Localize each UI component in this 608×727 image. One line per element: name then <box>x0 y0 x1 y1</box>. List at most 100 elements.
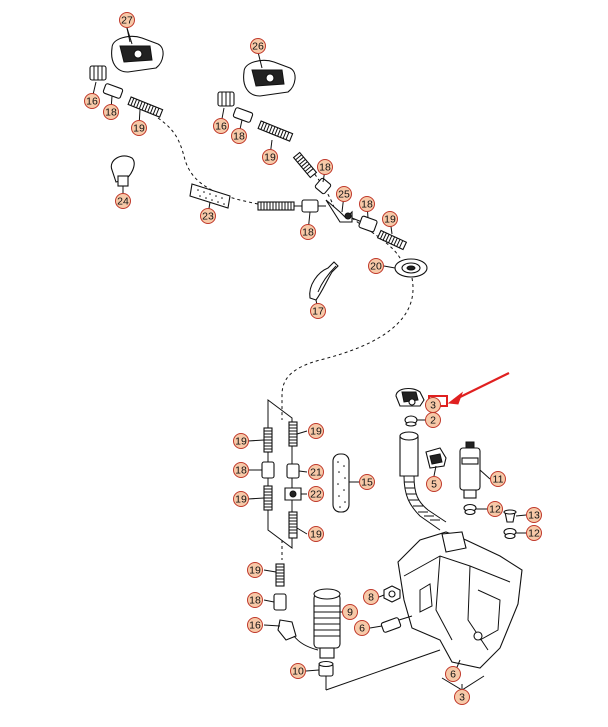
callout-number: 9 <box>347 607 353 619</box>
callout-9: 9 <box>342 604 358 620</box>
washer-pump-upper <box>459 441 481 499</box>
filler-seal <box>404 415 418 427</box>
callout-number: 18 <box>319 162 331 174</box>
callout-15: 15 <box>359 474 375 490</box>
callout-circle <box>308 486 324 502</box>
callout-8: 8 <box>363 589 379 605</box>
callout-19: 19 <box>247 562 263 578</box>
callout-circle <box>262 149 278 165</box>
callout-19: 19 <box>233 491 249 507</box>
callout-circle <box>247 592 263 608</box>
callout-18: 18 <box>247 592 263 608</box>
callout-number: 21 <box>310 467 322 479</box>
callout-5: 5 <box>426 476 442 492</box>
callout-3: 3 <box>454 689 470 705</box>
callout-18: 18 <box>317 159 333 175</box>
foam-sleeve <box>332 453 350 513</box>
callout-19: 19 <box>131 120 147 136</box>
callout-circle <box>119 12 135 28</box>
callout-number: 18 <box>235 465 247 477</box>
callout-circle <box>426 476 442 492</box>
callout-12: 12 <box>487 501 503 517</box>
callout-circle <box>233 491 249 507</box>
callout-18: 18 <box>359 196 375 212</box>
callout-number: 22 <box>310 489 322 501</box>
callout-number: 26 <box>252 41 264 53</box>
callout-17: 17 <box>310 303 326 319</box>
callout-number: 25 <box>338 189 350 201</box>
callout-19: 19 <box>382 211 398 227</box>
callout-10: 10 <box>290 663 306 679</box>
callout-number: 8 <box>368 592 374 604</box>
callout-circle <box>487 501 503 517</box>
connector-right <box>217 91 235 107</box>
hose-clip <box>110 155 135 187</box>
hose-middle-branch <box>257 199 408 251</box>
callout-23: 23 <box>200 208 216 224</box>
callout-circle <box>526 507 542 523</box>
callout-number: 18 <box>361 199 373 211</box>
callout-12: 12 <box>526 525 542 541</box>
filler-neck <box>399 431 447 531</box>
callout-number: 18 <box>233 131 245 143</box>
washer-reservoir <box>397 531 523 669</box>
callout-circle <box>84 93 100 109</box>
callout-16: 16 <box>213 118 229 134</box>
callout-number: 2 <box>430 415 436 427</box>
callout-number: 18 <box>302 227 314 239</box>
callout-number: 20 <box>370 261 382 273</box>
callout-number: 6 <box>450 669 456 681</box>
callout-number: 19 <box>384 214 396 226</box>
callout-3: 3 <box>425 397 441 413</box>
callout-16: 16 <box>247 617 263 633</box>
callout-number: 5 <box>431 479 437 491</box>
callout-circle <box>213 118 229 134</box>
callout-number: 10 <box>292 666 304 678</box>
callout-20: 20 <box>368 258 384 274</box>
washer-nozzle-right <box>243 51 296 97</box>
callout-number: 12 <box>528 528 540 540</box>
cable-tie <box>309 261 339 301</box>
callout-circle <box>342 604 358 620</box>
callout-circle <box>231 128 247 144</box>
callout-circle <box>103 104 119 120</box>
callout-number: 3 <box>459 692 465 704</box>
mounting-bracket <box>425 447 447 469</box>
callout-6: 6 <box>445 666 461 682</box>
callout-number: 24 <box>117 196 129 208</box>
callout-circle <box>300 224 316 240</box>
callout-number: 6 <box>359 623 365 635</box>
callout-circle <box>290 663 306 679</box>
callout-18: 18 <box>300 224 316 240</box>
callout-18: 18 <box>231 128 247 144</box>
callout-number: 18 <box>249 595 261 607</box>
callout-number: 19 <box>249 565 261 577</box>
reservoir-connector <box>380 615 413 633</box>
callout-circle <box>247 562 263 578</box>
callout-circle <box>308 423 324 439</box>
callout-circle <box>310 303 326 319</box>
callout-circle <box>250 38 266 54</box>
callout-21: 21 <box>308 464 324 480</box>
callout-number: 16 <box>249 620 261 632</box>
callout-number: 19 <box>133 123 145 135</box>
callout-circle <box>200 208 216 224</box>
callout-circle <box>131 120 147 136</box>
sensor-grommet <box>503 527 517 540</box>
callout-6: 6 <box>354 620 370 636</box>
callout-circle <box>454 689 470 705</box>
lower-hose <box>273 563 319 651</box>
callout-circle <box>363 589 379 605</box>
hose-segment-left <box>102 83 164 118</box>
grommet <box>394 258 428 278</box>
callout-22: 22 <box>308 486 324 502</box>
callout-circle <box>233 433 249 449</box>
callout-number: 11 <box>493 474 504 486</box>
callout-26: 26 <box>250 38 266 54</box>
callout-19: 19 <box>308 423 324 439</box>
callout-number: 19 <box>310 426 322 438</box>
hose-segment-right <box>232 107 332 195</box>
callout-circle <box>359 196 375 212</box>
reservoir-nut <box>383 585 401 603</box>
